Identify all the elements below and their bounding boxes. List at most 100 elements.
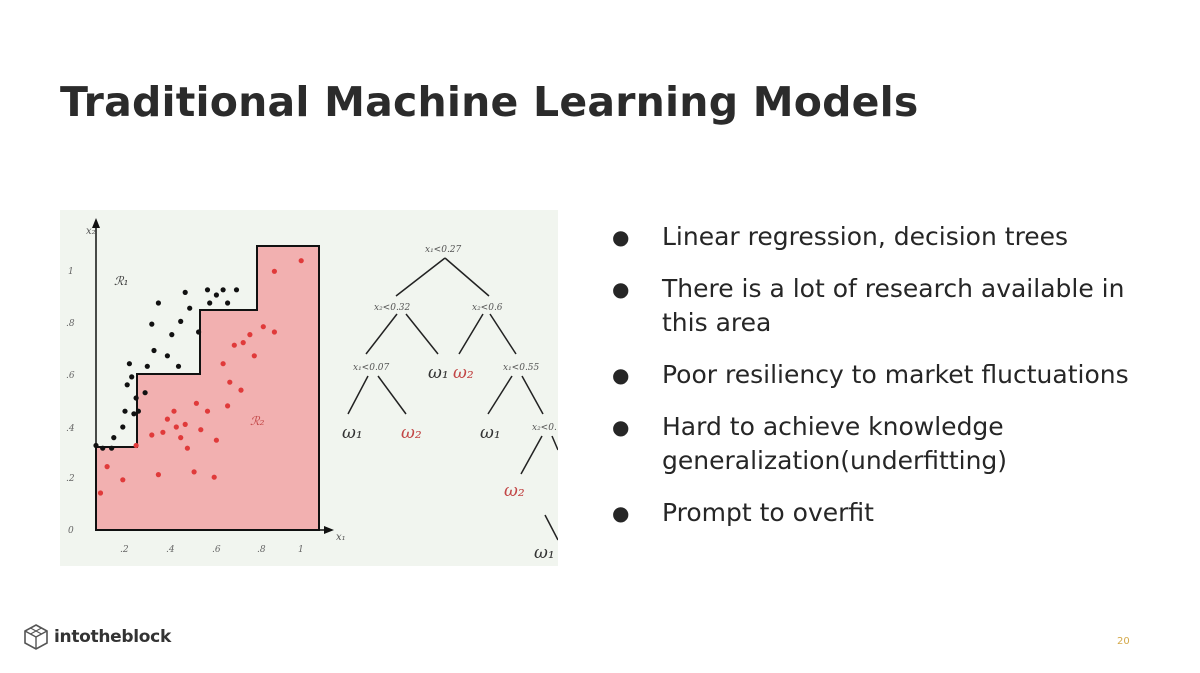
black-data-point bbox=[122, 408, 128, 414]
black-data-point bbox=[204, 287, 211, 293]
y-tick-label: 0 bbox=[68, 526, 74, 536]
red-data-point bbox=[178, 435, 184, 441]
tree-edge bbox=[377, 375, 407, 415]
x-axis-label: x₁ bbox=[336, 532, 346, 543]
y-axis-label: x₂ bbox=[86, 226, 96, 237]
black-data-point bbox=[213, 292, 219, 298]
page-number: 20 bbox=[1117, 636, 1130, 647]
bullet-list: ●Linear regression, decision trees ● Ther… bbox=[610, 220, 1150, 548]
tree-node-rr: x₁<0.55 bbox=[503, 363, 540, 373]
y-tick-label: .6 bbox=[66, 371, 75, 381]
black-data-point bbox=[196, 329, 202, 335]
tree-node-left: x₂<0.32 bbox=[374, 303, 411, 313]
tree-edge bbox=[405, 313, 439, 355]
tree-leaf-omega1: ω₁ bbox=[534, 543, 555, 563]
figure-svg: x₂ x₁ 0 .2 .4 .6 .8 1 .2 .4 .6 .8 1 ℛ₁ ℛ… bbox=[60, 210, 558, 566]
y-tick-label: .2 bbox=[66, 474, 75, 484]
red-data-point bbox=[97, 490, 104, 496]
tree-leaf-omega2: ω₂ bbox=[504, 481, 525, 501]
tree-edge bbox=[520, 435, 543, 475]
y-axis-arrow bbox=[92, 218, 100, 228]
black-data-point bbox=[164, 353, 170, 359]
region-r2-label: ℛ₂ bbox=[250, 414, 265, 428]
bullet-dot-icon: ● bbox=[612, 225, 630, 249]
red-data-point bbox=[240, 340, 246, 346]
red-data-point bbox=[182, 421, 188, 427]
black-data-point bbox=[149, 321, 155, 327]
tree-node-rrr: x₂<0. bbox=[532, 423, 557, 433]
black-data-point bbox=[131, 411, 137, 417]
tree-leaf-omega2: ω₂ bbox=[401, 423, 422, 443]
y-tick-label: .8 bbox=[66, 319, 75, 329]
bullet-dot-icon: ● bbox=[612, 277, 630, 301]
y-tick-label: 1 bbox=[68, 267, 74, 277]
tree-edge bbox=[458, 313, 484, 355]
decision-tree bbox=[347, 257, 558, 541]
red-data-point bbox=[198, 427, 204, 433]
black-data-point bbox=[126, 361, 132, 367]
slide-title: Traditional Machine Learning Models bbox=[60, 78, 919, 126]
x-tick-label: .2 bbox=[120, 545, 129, 555]
bullet-item: ●Linear regression, decision trees bbox=[610, 220, 1150, 254]
black-data-point bbox=[120, 424, 126, 430]
red-data-point bbox=[164, 416, 170, 422]
black-data-point bbox=[100, 445, 106, 451]
bullet-dot-icon: ● bbox=[612, 363, 630, 387]
black-data-point bbox=[135, 408, 141, 414]
red-data-point bbox=[298, 258, 304, 264]
red-data-point bbox=[247, 332, 253, 338]
tree-edge bbox=[347, 375, 369, 415]
brand-logo: intotheblock bbox=[24, 624, 171, 650]
red-data-point bbox=[231, 342, 237, 348]
bullet-text: Hard to achieve knowledge generalization… bbox=[662, 412, 1008, 475]
bullet-item: ● Prompt to overfit bbox=[610, 496, 1150, 530]
red-data-point bbox=[213, 437, 219, 443]
red-data-point bbox=[238, 387, 244, 393]
y-tick-label: .4 bbox=[66, 424, 75, 434]
red-data-point bbox=[171, 408, 177, 414]
red-data-point bbox=[155, 472, 161, 478]
tree-edge bbox=[395, 257, 446, 297]
tree-leaf-omega1: ω₁ bbox=[342, 423, 363, 443]
bullet-dot-icon: ● bbox=[612, 501, 630, 525]
bullet-item: ● There is a lot of research available in… bbox=[610, 272, 1150, 340]
tree-edge bbox=[544, 514, 558, 541]
red-data-point bbox=[271, 268, 277, 274]
black-data-point bbox=[129, 374, 135, 380]
bullet-text: There is a lot of research available in … bbox=[662, 274, 1125, 337]
cube-logo-icon bbox=[24, 624, 48, 650]
brand-name: intotheblock bbox=[54, 627, 171, 647]
bullet-text: Poor resiliency to market fluctuations bbox=[662, 360, 1129, 389]
tree-edge bbox=[365, 313, 398, 355]
black-data-point bbox=[133, 395, 139, 401]
red-data-point bbox=[260, 324, 266, 330]
red-data-point bbox=[149, 432, 155, 438]
red-data-point bbox=[133, 442, 139, 449]
red-data-point bbox=[173, 424, 179, 430]
bullet-item: ● Poor resiliency to market fluctuations bbox=[610, 358, 1150, 392]
x-tick-label: .6 bbox=[212, 545, 221, 555]
black-data-point bbox=[175, 363, 182, 369]
black-data-point bbox=[111, 435, 117, 441]
red-data-point bbox=[211, 474, 217, 480]
region-r2-area bbox=[95, 245, 320, 531]
tree-node-right: x₂<0.6 bbox=[472, 303, 503, 313]
red-data-point bbox=[271, 329, 277, 335]
black-data-point bbox=[155, 300, 161, 306]
red-data-point bbox=[104, 464, 110, 470]
x-tick-label: 1 bbox=[298, 545, 304, 555]
red-points-group bbox=[97, 258, 304, 496]
black-data-point bbox=[124, 382, 130, 388]
tree-leaf-omega1: ω₁ bbox=[480, 423, 501, 443]
tree-edge bbox=[521, 375, 544, 415]
region-r1-label: ℛ₁ bbox=[114, 274, 128, 288]
decision-tree-figure: x₂ x₁ 0 .2 .4 .6 .8 1 .2 .4 .6 .8 1 ℛ₁ ℛ… bbox=[60, 210, 558, 566]
x-tick-label: .8 bbox=[257, 545, 266, 555]
x-axis-arrow bbox=[324, 526, 334, 534]
bullet-text: Prompt to overfit bbox=[662, 498, 874, 527]
black-data-point bbox=[178, 318, 184, 324]
black-data-point bbox=[225, 300, 231, 306]
black-data-point bbox=[207, 300, 213, 306]
tree-node-root: x₁<0.27 bbox=[425, 245, 462, 255]
black-data-point bbox=[93, 442, 99, 449]
